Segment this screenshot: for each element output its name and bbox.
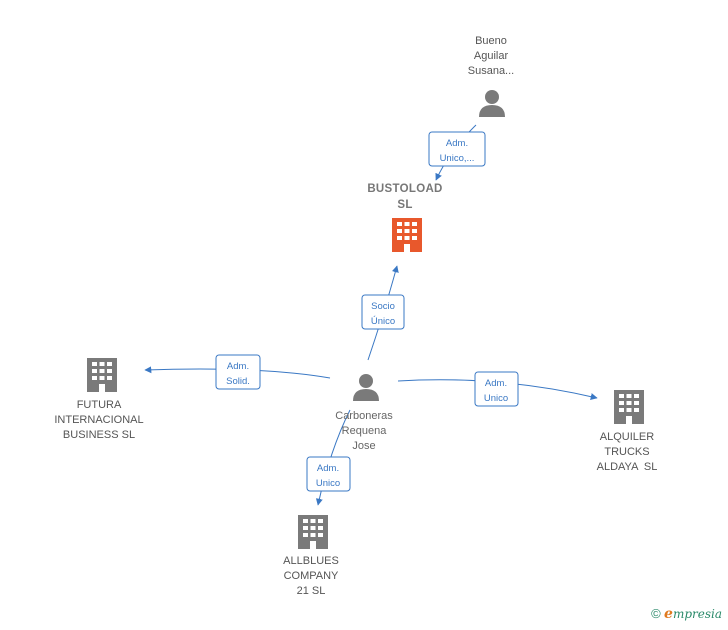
node-bueno-aguilar[interactable]: Bueno Aguilar Susana... [468,35,514,117]
node-label-line: SL [397,199,412,211]
node-label-line: 21 SL [297,585,326,597]
node-label-line: Jose [352,440,375,452]
node-allblues-company[interactable]: ALLBLUES COMPANY 21 SL [283,515,339,597]
building-icon [614,390,644,424]
node-label-line: ALQUILER [600,431,654,443]
node-label-line: Susana... [468,65,514,77]
node-label-line: Requena [342,425,388,437]
node-label-line: TRUCKS [604,446,649,458]
node-label-line: Aguilar [474,50,509,62]
node-label-line: Bueno [475,35,507,47]
node-label-line: Carboneras [335,410,393,422]
edge-label-line: Adm. [446,138,468,149]
edge-label-line: Adm. [317,463,339,474]
node-alquiler-trucks[interactable]: ALQUILER TRUCKS ALDAYA SL [597,390,658,473]
building-icon [298,515,328,549]
edge-label-line: Adm. [485,378,507,389]
building-icon [392,218,422,252]
edge-label-carboneras-allblues[interactable]: Adm. Unico [306,456,351,492]
node-label-line: FUTURA [77,399,122,411]
edge-label-line: Unico [484,393,508,404]
node-label-line: BUSTOLOAD [367,183,442,195]
edge-label-carboneras-futura[interactable]: Adm. Solid. [215,354,261,390]
node-bustoload[interactable]: BUSTOLOAD SL [367,183,442,252]
building-icon [87,358,117,392]
edge-label-line: Solid. [226,376,250,387]
node-carboneras-requena[interactable]: Carboneras Requena Jose [335,374,393,452]
empresia-watermark[interactable]: © empresia [651,606,722,622]
edge-label-line: Adm. [227,361,249,372]
person-icon [479,90,505,117]
brand-e: e [664,606,673,622]
node-label-line: INTERNACIONAL [54,414,143,426]
edge-label-line: Unico [316,478,340,489]
edge-label-line: Socio [371,301,395,312]
edge-carboneras-allblues [315,409,351,506]
edge-label-line: Unico,... [440,153,475,164]
edge-label-bueno-bustoload[interactable]: Adm. Unico,... [428,131,486,167]
edge-label-carboneras-bustoload[interactable]: Socio Único [361,294,405,330]
node-futura-internacional[interactable]: FUTURA INTERNACIONAL BUSINESS SL [54,358,144,441]
node-label-line: COMPANY [284,570,339,582]
brand-text: mpresia [672,607,722,621]
edge-label-line: Único [371,316,395,327]
person-icon [353,374,379,401]
node-label-line: BUSINESS SL [63,429,135,441]
node-label-line: ALLBLUES [283,555,339,567]
copyright-symbol: © [651,606,661,621]
edge-label-carboneras-alquiler[interactable]: Adm. Unico [474,371,519,407]
node-label-line: ALDAYA SL [597,461,658,473]
